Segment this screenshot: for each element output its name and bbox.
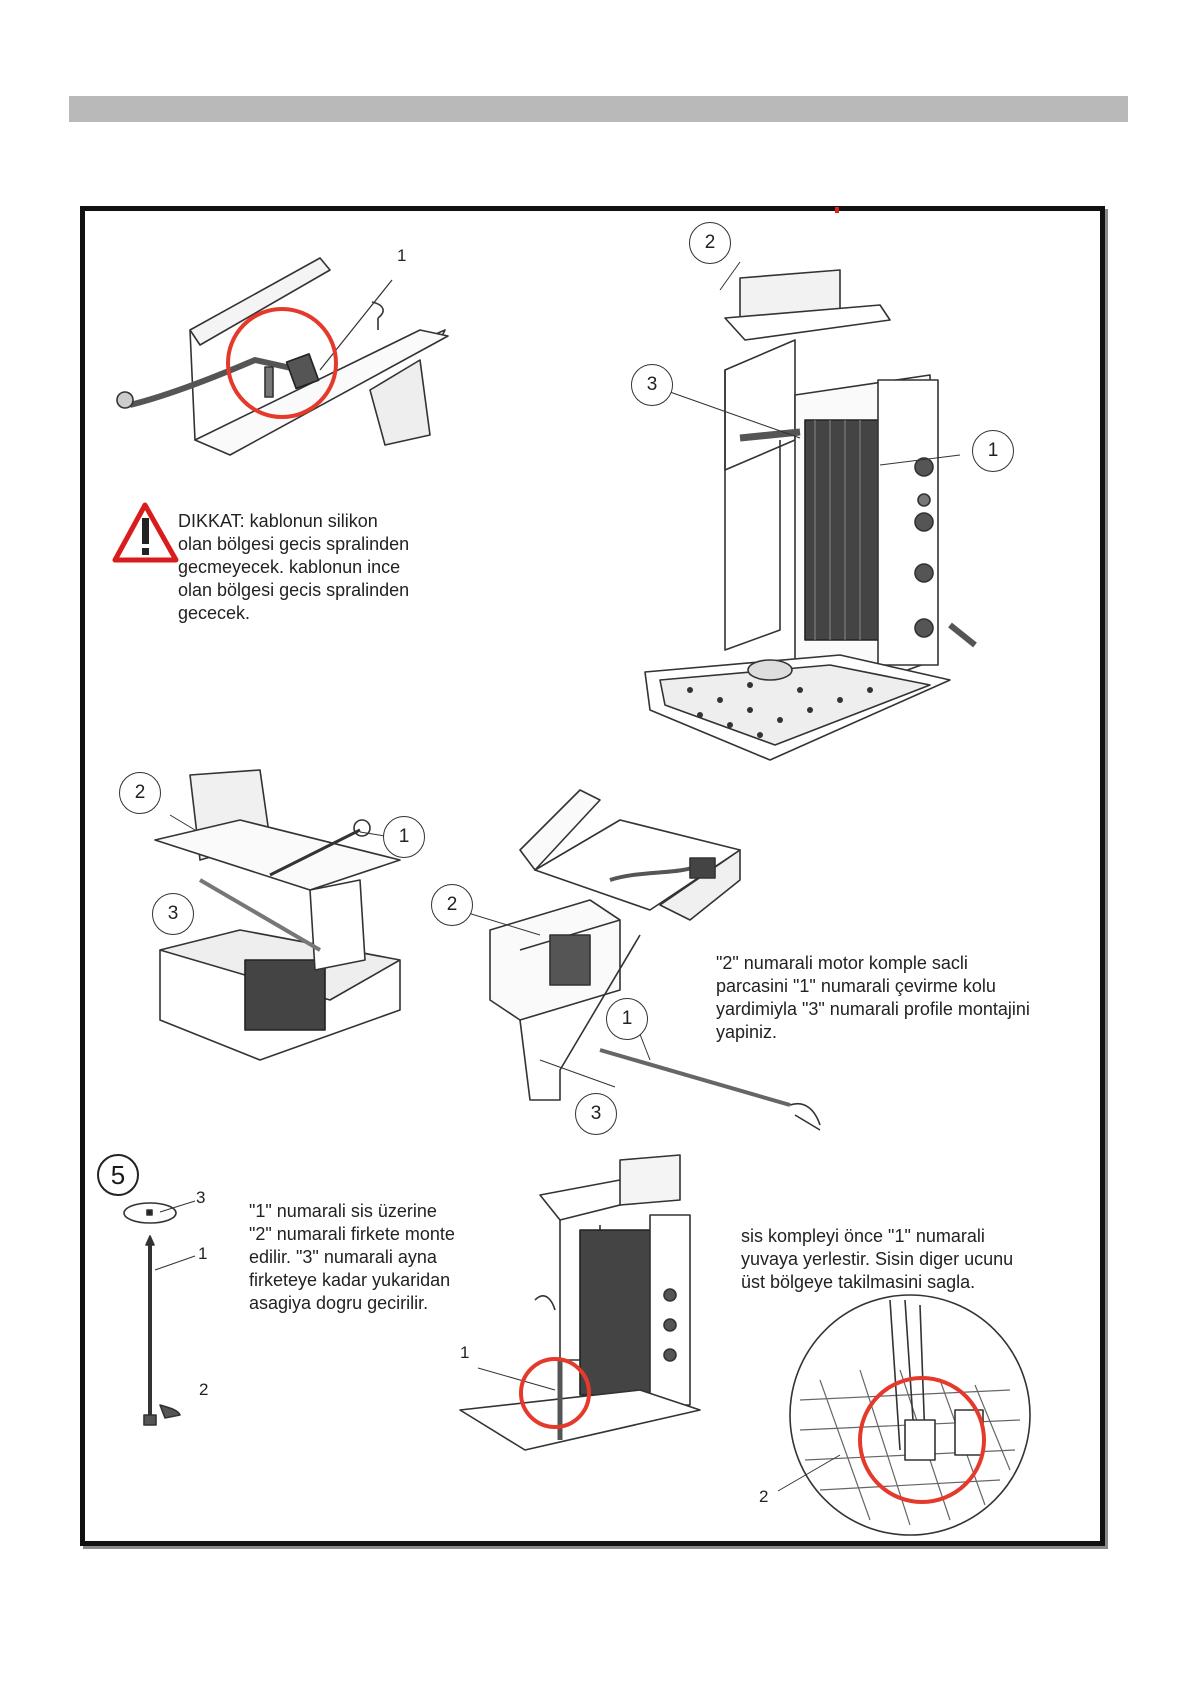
skewer-instruction-text: sis kompleyi önce "1" numarali yuvaya ye… xyxy=(741,1226,1014,1292)
skewer-parts-illustration xyxy=(123,1200,196,1426)
callout-detail-2: 2 xyxy=(759,1487,769,1506)
callout-machine-1: 1 xyxy=(972,430,1014,472)
callout-machine-2: 2 xyxy=(689,222,731,264)
warning-triangle-icon xyxy=(112,502,179,563)
callout-skewer-1: 1 xyxy=(198,1244,208,1263)
callout-machine-3: 3 xyxy=(631,364,673,406)
callout-skewer-2: 2 xyxy=(199,1380,209,1399)
motor-instruction-text: "2" numarali motor komple sacli parcasin… xyxy=(716,953,1030,1042)
step5-text: "1" numarali sis üzerine "2" numarali fi… xyxy=(249,1201,455,1313)
callout-cable-1: 1 xyxy=(397,246,407,265)
header-bar xyxy=(69,96,1128,122)
cable-tray-illustration xyxy=(116,257,449,456)
motor-mount-illustration xyxy=(467,789,821,1131)
callout-skewer-3: 3 xyxy=(196,1188,206,1207)
callout-motorbox-2: 2 xyxy=(119,772,161,814)
callout-motorbox-1: 1 xyxy=(383,816,425,858)
callout-assembly-3: 3 xyxy=(575,1093,617,1135)
warning-text: DIKKAT: kablonun silikon olan bölgesi ge… xyxy=(178,511,410,623)
callout-motorbox-3: 3 xyxy=(152,893,194,935)
doner-machine-illustration xyxy=(644,261,977,761)
step-number: 5 xyxy=(97,1154,139,1196)
callout-assembly-2: 2 xyxy=(431,884,473,926)
red-mark xyxy=(835,207,839,213)
skewer-mounted-illustration xyxy=(459,1154,701,1451)
motor-assembly-illustration xyxy=(154,769,401,1061)
callout-assembly-1: 1 xyxy=(606,998,648,1040)
callout-mounted-1: 1 xyxy=(460,1343,470,1362)
